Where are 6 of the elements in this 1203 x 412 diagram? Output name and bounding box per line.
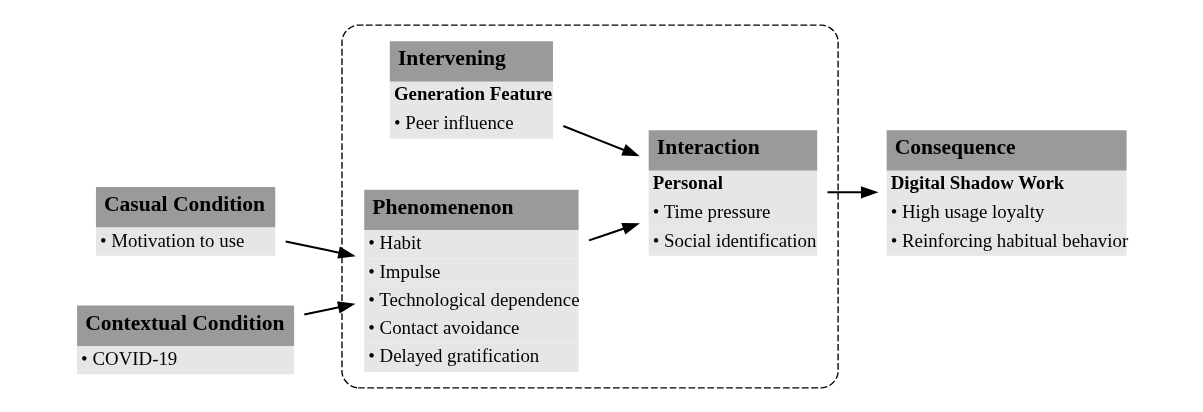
arrow [562,124,640,156]
arrow [588,222,640,241]
arrow [285,240,356,259]
cluster [341,24,839,388]
arrow [304,300,356,316]
arrow [827,185,879,198]
